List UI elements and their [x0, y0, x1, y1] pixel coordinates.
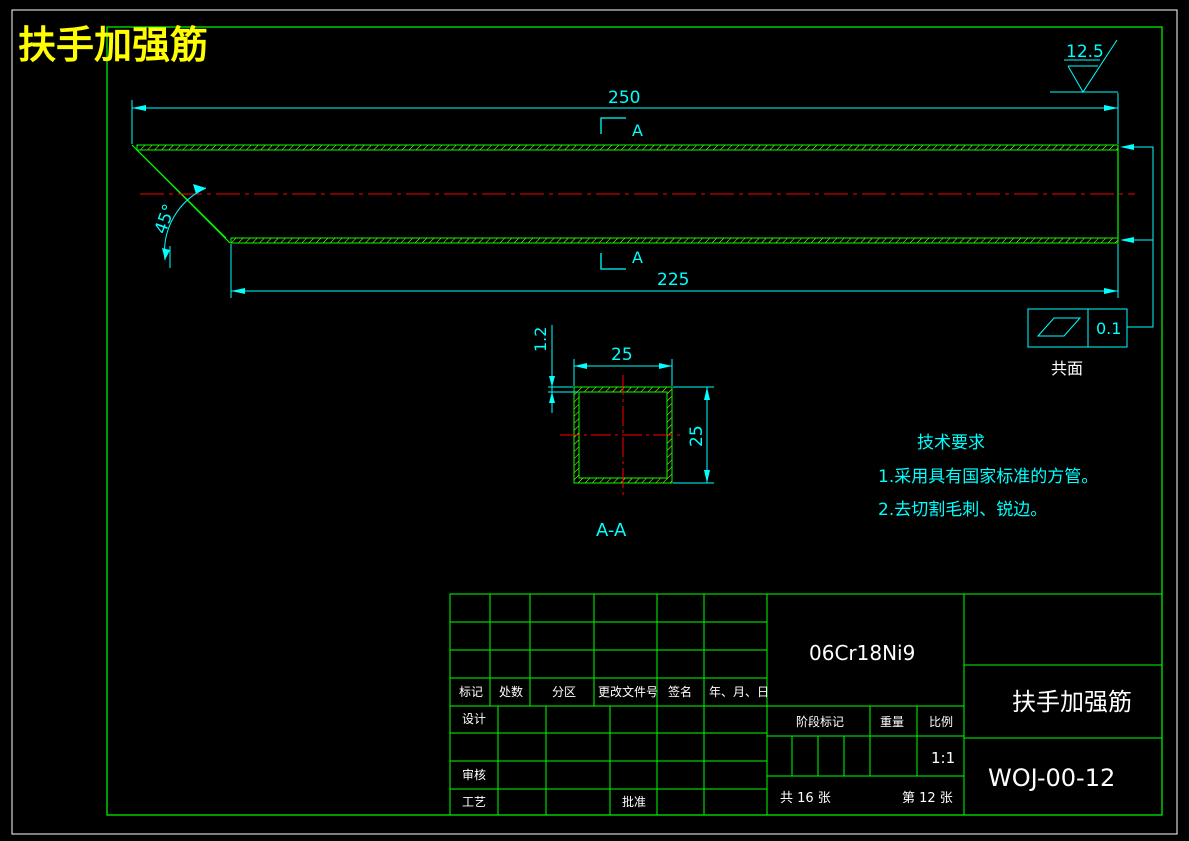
title-block-text: 标记 处数 分区 更改文件号 签名 年、月、日 设计 审核 工艺 批准 06Cr… — [459, 641, 1132, 809]
roughness-symbol: 12.5 — [1050, 39, 1118, 93]
weight-label: 重量 — [880, 715, 904, 729]
rev-header-5: 签名 — [668, 684, 692, 699]
outer-frame — [11, 9, 1178, 835]
rev-header-4: 更改文件号 — [598, 684, 658, 699]
rev-header-1: 标记 — [459, 685, 483, 699]
dimension-text-250: 250 — [608, 88, 640, 108]
flatness-value: 0.1 — [1096, 319, 1121, 338]
rev-header-3: 分区 — [552, 685, 576, 699]
material: 06Cr18Ni9 — [809, 641, 915, 665]
flatness-icon — [1036, 317, 1082, 337]
flatness-leader — [1120, 144, 1154, 328]
rev-header-6: 年、月、日 — [709, 685, 769, 699]
tech-requirements: 技术要求 1.采用具有国家标准的方管。 2.去切割毛刺、锐边。 — [878, 433, 1098, 520]
part-name: 扶手加强筋 — [1012, 688, 1132, 716]
tube-side-view — [131, 144, 1135, 244]
section-mark-top: A — [600, 117, 643, 140]
dimension-225: 225 — [230, 244, 1119, 298]
roughness-value: 12.5 — [1066, 42, 1104, 62]
row-label-design: 设计 — [462, 712, 486, 726]
drawing-title: 扶手加强筋 — [18, 23, 208, 67]
row-label-review: 审核 — [462, 767, 486, 782]
dimension-text-225: 225 — [657, 270, 689, 290]
section-mark-bottom: A — [600, 248, 643, 270]
section-letter-top: A — [632, 121, 643, 140]
scale-value: 1:1 — [931, 749, 955, 767]
flatness-frame: 0.1 共面 — [1027, 308, 1128, 378]
sheet-number: 第 12 张 — [902, 791, 953, 806]
section-view: 25 25 1.2 A-A — [531, 325, 714, 541]
tech-heading: 技术要求 — [917, 433, 985, 453]
angle-text: 45° — [151, 202, 180, 237]
title-block — [449, 593, 1163, 816]
angle-dimension: 45° — [151, 184, 207, 268]
row-label-process: 工艺 — [462, 795, 486, 809]
section-letter-bottom: A — [632, 248, 643, 267]
stage-mark-label: 阶段标记 — [796, 714, 844, 729]
sheets-total: 共 16 张 — [780, 791, 831, 806]
dimension-250: 250 — [131, 88, 1119, 144]
scale-label: 比例 — [929, 715, 953, 729]
tech-item-2: 2.去切割毛刺、锐边。 — [878, 500, 1047, 520]
flatness-note: 共面 — [1051, 359, 1083, 378]
section-width-text: 25 — [611, 345, 633, 365]
approve-label: 批准 — [622, 794, 646, 809]
section-height-text: 25 — [687, 425, 707, 447]
tech-item-1: 1.采用具有国家标准的方管。 — [878, 467, 1098, 487]
rev-header-2: 处数 — [499, 684, 523, 699]
drawing-number: WOJ-00-12 — [988, 764, 1115, 792]
section-label: A-A — [596, 520, 627, 541]
thickness-text: 1.2 — [531, 327, 550, 352]
